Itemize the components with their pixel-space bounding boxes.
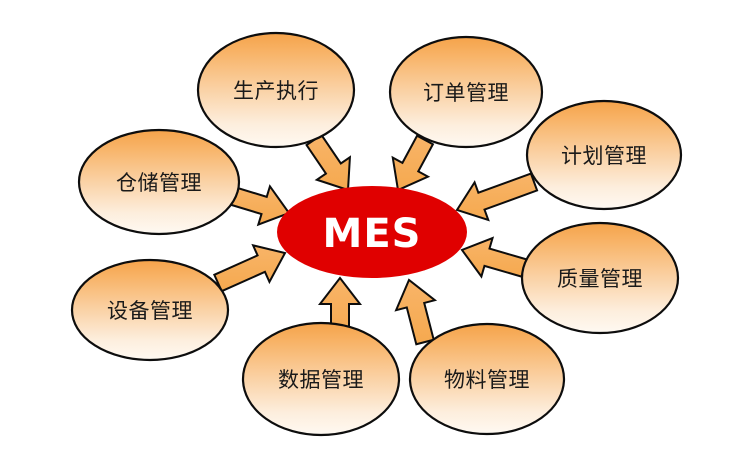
node-ellipse-equipment-management [70, 258, 230, 362]
node-equipment-management[interactable]: 设备管理 [70, 258, 230, 362]
node-plan-management[interactable]: 计划管理 [525, 99, 683, 211]
arrow-quality-management-to-center [460, 236, 528, 279]
node-label-plan-management: 计划管理 [561, 144, 647, 168]
node-label-production-execution: 生产执行 [233, 79, 319, 103]
node-label-data-management: 数据管理 [278, 368, 364, 392]
node-warehouse-management[interactable]: 仓储管理 [77, 128, 241, 236]
node-ellipse-warehouse-management [77, 128, 241, 236]
arrow-equipment-management-to-center [212, 243, 287, 293]
arrow-production-execution-to-center [305, 133, 352, 192]
center-ellipse [277, 186, 467, 278]
node-label-warehouse-management: 仓储管理 [116, 171, 202, 195]
node-data-management[interactable]: 数据管理 [241, 321, 401, 437]
arrow-plan-management-to-center [455, 172, 539, 222]
node-ellipse-order-management [388, 35, 544, 149]
center-hub: MES [277, 186, 467, 278]
center-label: MES [323, 211, 422, 257]
node-quality-management[interactable]: 质量管理 [520, 221, 680, 335]
node-label-order-management: 订单管理 [423, 81, 509, 105]
arrow-material-management-to-center [394, 278, 438, 346]
arrows-layer [212, 133, 539, 346]
node-order-management[interactable]: 订单管理 [388, 35, 544, 149]
node-material-management[interactable]: 物料管理 [408, 322, 566, 436]
arrow-order-management-to-center [391, 134, 435, 192]
node-ellipse-quality-management [520, 221, 680, 335]
arrow-warehouse-management-to-center [229, 184, 291, 227]
node-ellipse-material-management [408, 322, 566, 436]
node-ellipse-plan-management [525, 99, 683, 211]
node-label-equipment-management: 设备管理 [107, 299, 193, 323]
node-ellipse-data-management [241, 321, 401, 437]
node-label-quality-management: 质量管理 [557, 267, 643, 291]
node-ellipse-production-execution [196, 31, 356, 149]
node-production-execution[interactable]: 生产执行 [196, 31, 356, 149]
node-label-material-management: 物料管理 [444, 368, 530, 392]
